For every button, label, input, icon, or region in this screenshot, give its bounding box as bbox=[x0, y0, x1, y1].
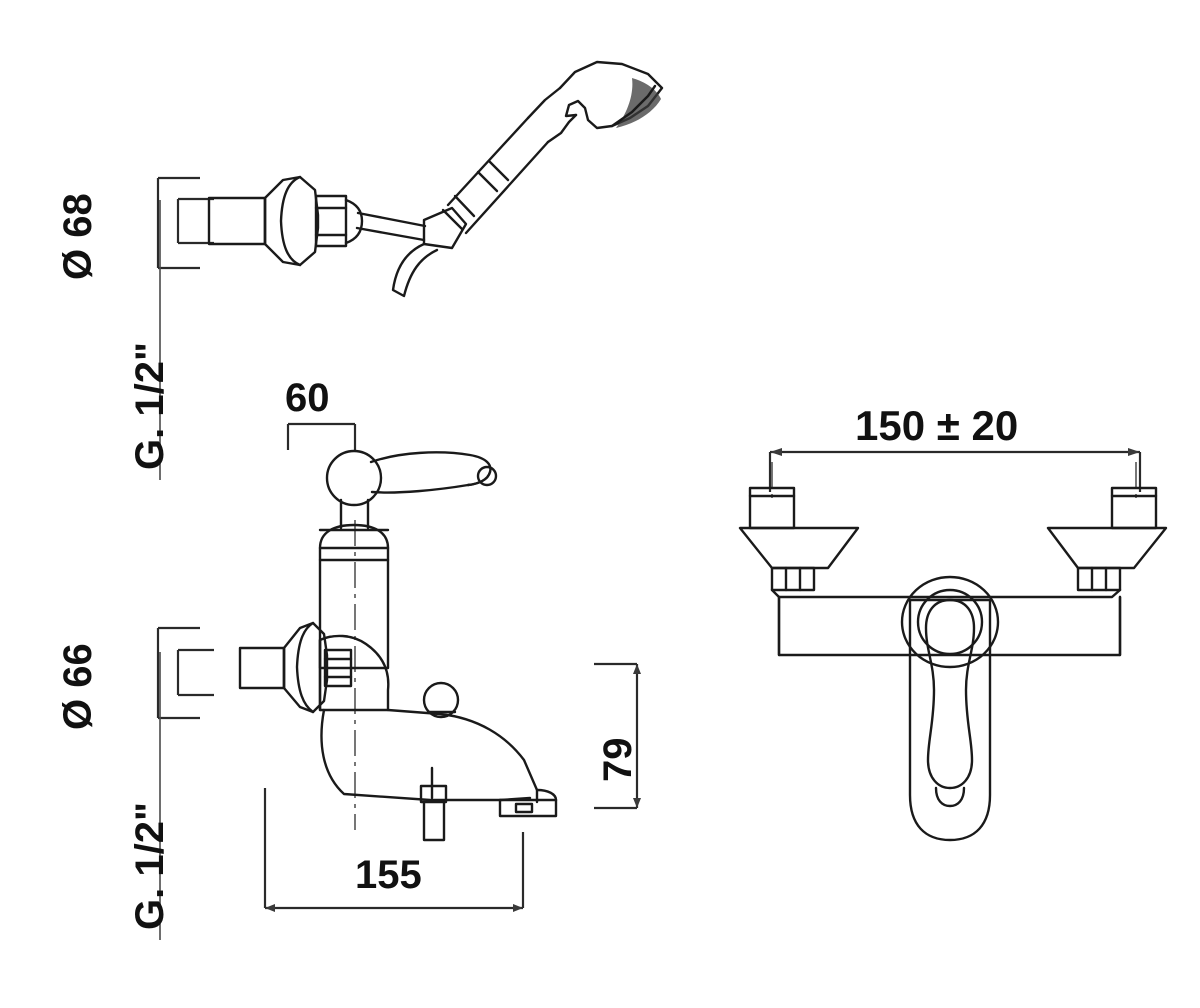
dimension-label-60: 60 bbox=[285, 376, 330, 420]
dimension-dia68 bbox=[156, 176, 214, 270]
mixer-front-view bbox=[738, 462, 1168, 842]
dimension-label-150: 150 ± 20 bbox=[855, 402, 1019, 449]
dimension-150 bbox=[768, 448, 1142, 492]
mixer-side-view bbox=[238, 449, 558, 842]
handshower-view bbox=[207, 60, 664, 298]
dimension-60 bbox=[286, 422, 357, 450]
dimension-dia66 bbox=[156, 626, 214, 720]
dimension-155 bbox=[263, 788, 525, 912]
dimension-label-dia68: Ø 68 bbox=[56, 193, 100, 280]
dimension-label-dia66: Ø 66 bbox=[56, 643, 100, 730]
dimension-label-thread-bottom: G. 1/2" bbox=[128, 802, 172, 930]
dimension-79 bbox=[594, 662, 641, 810]
dimension-label-thread-top: G. 1/2" bbox=[128, 342, 172, 470]
dimension-label-79: 79 bbox=[596, 737, 640, 783]
dimension-label-155: 155 bbox=[355, 853, 422, 897]
